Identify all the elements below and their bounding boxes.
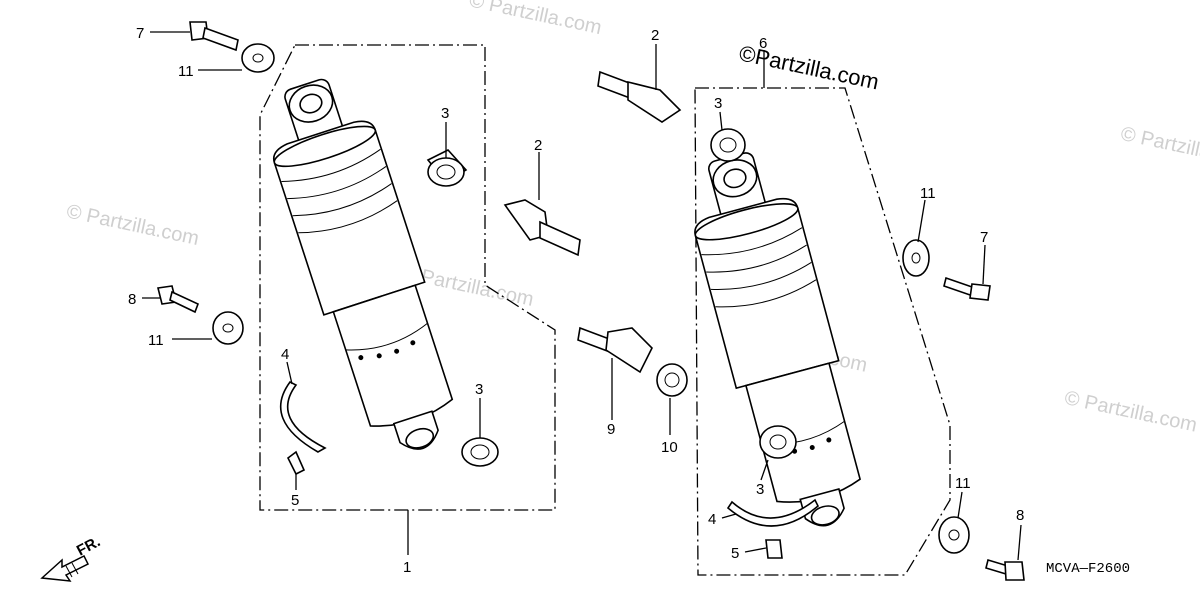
- watermarks: © Partzilla.com © Partzilla.com © Partzi…: [65, 0, 1200, 437]
- bolt-7-right: [943, 276, 991, 301]
- callout-2: 2: [651, 27, 659, 44]
- bushing-lower-right: [759, 425, 797, 459]
- bushing-upper-left: [426, 149, 468, 187]
- callout-5: 5: [291, 492, 299, 509]
- stopper-4-right: [726, 498, 819, 527]
- bolt-8-left: [157, 285, 200, 314]
- callout-10: 10: [661, 439, 678, 456]
- callout-3: 3: [714, 95, 722, 112]
- bushing-upper-right: [710, 128, 746, 162]
- watermark-text: © Partzilla.com: [1119, 123, 1200, 173]
- clip-5-right: [765, 539, 783, 559]
- bolt-8-right: [985, 558, 1025, 581]
- callout-8: 8: [128, 291, 136, 308]
- left-assembly-boundary: [259, 44, 556, 511]
- callout-11: 11: [920, 185, 936, 202]
- callout-7: 7: [980, 229, 988, 246]
- callout-6: 6: [759, 35, 767, 52]
- callout-7: 7: [136, 25, 144, 42]
- callout-4: 4: [281, 346, 289, 363]
- callout-3: 3: [441, 105, 449, 122]
- diagram-code: MCVA—F2600: [1046, 561, 1130, 577]
- callout-3: 3: [475, 381, 483, 398]
- callout-4: 4: [708, 511, 716, 528]
- right-assembly-boundary: [694, 87, 951, 576]
- front-direction-arrow: FR.: [40, 533, 103, 582]
- washer-11-top-left: [241, 43, 275, 73]
- stopper-4-left: [279, 380, 327, 453]
- callout-3: 3: [756, 481, 764, 498]
- front-label: FR.: [74, 533, 103, 559]
- callout-11: 11: [178, 63, 194, 80]
- leader-lines: [142, 31, 1022, 561]
- callout-5: 5: [731, 545, 739, 562]
- washer-10: [656, 363, 688, 397]
- callout-labels: 7 11 3 2 8 11 4 3 5 1 2 6 3 11 7 9 10 3 …: [128, 25, 1024, 576]
- watermark-text: © Partzilla.com: [467, 0, 603, 39]
- watermark-text: © Partzilla.com: [65, 200, 201, 250]
- callout-8: 8: [1016, 507, 1024, 524]
- watermark-text: © Partzilla.com: [1063, 387, 1199, 437]
- callout-2: 2: [534, 137, 542, 154]
- callout-1: 1: [403, 559, 411, 576]
- callout-11: 11: [148, 332, 164, 349]
- clip-5-left: [286, 450, 306, 476]
- collar-bolt-2-center: [503, 199, 581, 257]
- callout-11: 11: [955, 475, 971, 492]
- collar-bolt-9: [577, 326, 653, 374]
- callout-9: 9: [607, 421, 615, 438]
- washer-11-lower-right: [938, 516, 970, 554]
- left-shock-absorber: [273, 78, 454, 450]
- washer-11-upper-right: [902, 239, 930, 277]
- bushing-lower-left: [461, 437, 499, 467]
- bolt-7-left: [189, 21, 239, 52]
- right-shock-absorber: [694, 152, 861, 527]
- washer-11-lower-left: [212, 311, 244, 345]
- collar-bolt-2-top: [597, 70, 682, 123]
